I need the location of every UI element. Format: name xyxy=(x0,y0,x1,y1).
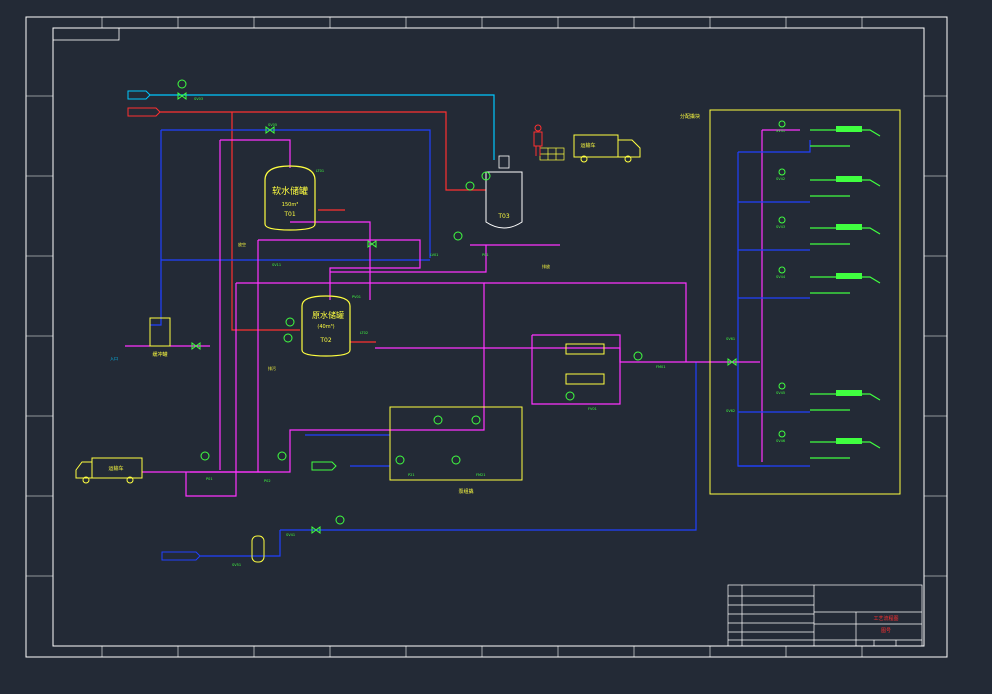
operator-icon xyxy=(533,124,543,156)
svg-text:SV42: SV42 xyxy=(776,177,785,181)
mix-line-h3 xyxy=(330,245,487,273)
valve-symbols xyxy=(177,79,786,525)
vent-mid-label: 排污 xyxy=(268,365,276,371)
mix-line-left xyxy=(185,470,237,497)
svg-text:LV01: LV01 xyxy=(430,253,438,257)
mix-line-right xyxy=(484,282,687,362)
svg-text:FM01: FM01 xyxy=(656,365,666,369)
title-block-title: 工艺流程图 xyxy=(873,615,898,622)
svg-text:LT02: LT02 xyxy=(360,331,368,335)
buffer-vessel: 缓冲罐 xyxy=(149,317,171,358)
svg-text:SV46: SV46 xyxy=(776,439,785,443)
svg-text:SV41: SV41 xyxy=(286,533,295,537)
hot-line-top xyxy=(160,111,486,191)
svg-text:SV03: SV03 xyxy=(194,97,203,101)
blue-line-d xyxy=(150,290,162,326)
ruler-right xyxy=(924,95,947,577)
mix-line-h2 xyxy=(236,282,485,348)
water-line-top xyxy=(150,94,495,160)
svg-text:SV62: SV62 xyxy=(726,409,735,413)
tank-t01-volume: 150m³ xyxy=(282,202,298,208)
svg-text:SV43: SV43 xyxy=(776,225,785,229)
left-feed-label: 入口 xyxy=(110,356,118,361)
tank-t02-volume: (40m³) xyxy=(317,324,334,330)
mix-line-filter-loop xyxy=(531,334,621,405)
svg-text:P21: P21 xyxy=(408,473,415,477)
svg-text:SV61: SV61 xyxy=(726,337,735,341)
ruler-left xyxy=(26,95,53,577)
buffer-label: 缓冲罐 xyxy=(152,351,167,358)
blue-line-a xyxy=(161,129,431,258)
tank-t01-tag: T01 xyxy=(283,211,295,218)
vent-right-label: 排放 xyxy=(542,263,550,269)
distribution-box xyxy=(709,109,901,495)
svg-text:FM21: FM21 xyxy=(476,473,486,477)
svg-text:LT01: LT01 xyxy=(316,169,324,173)
valve-bowties xyxy=(177,92,737,534)
svg-text:FV01: FV01 xyxy=(588,407,597,411)
reactor-t03-tag: T03 xyxy=(497,213,509,220)
ruler-bottom xyxy=(101,646,863,657)
tank-t02: 原水储罐 (40m³) T02 xyxy=(301,295,351,357)
tank-t02-tag: T02 xyxy=(319,337,331,344)
title-block xyxy=(727,584,923,647)
inner-frame xyxy=(52,27,925,647)
pump-skid-label: 泵组撬 xyxy=(458,488,473,495)
truck-top-label: 运输车 xyxy=(580,142,595,149)
svg-text:SV05: SV05 xyxy=(268,123,277,127)
outer-frame xyxy=(25,16,948,658)
filter-units xyxy=(565,343,605,385)
blue-line-e xyxy=(280,362,697,531)
dist-blue-rows xyxy=(738,140,811,467)
svg-text:SV51: SV51 xyxy=(232,563,241,567)
svg-text:P01: P01 xyxy=(482,253,489,257)
reactor-t03: T03 xyxy=(485,155,523,229)
svg-text:PV01: PV01 xyxy=(352,295,361,299)
svg-text:SV41: SV41 xyxy=(776,129,785,133)
inlet-arrows: 入口 xyxy=(110,90,337,561)
title-block-sheet: 图号 xyxy=(881,628,891,634)
small-vessel xyxy=(251,535,265,563)
mix-line-h1 xyxy=(258,239,421,300)
truck-bottom: 运输车 xyxy=(75,457,143,484)
truck-bottom-label: 运输车 xyxy=(108,465,123,472)
distribution-label: 分配撬块 xyxy=(680,113,700,120)
mix-line-main xyxy=(375,347,760,363)
mix-line-bottom xyxy=(190,348,485,473)
blue-line-right xyxy=(737,152,770,467)
mix-line-loop2 xyxy=(220,139,291,168)
solar-panel-icon xyxy=(539,147,565,161)
pump-skid-box xyxy=(389,406,523,481)
tank-t01-name: 软水储罐 xyxy=(272,185,308,197)
blue-line-f xyxy=(200,530,281,557)
svg-text:P02: P02 xyxy=(264,479,271,483)
svg-text:P01: P01 xyxy=(206,477,213,481)
truck-top: 运输车 xyxy=(573,134,641,163)
hot-line-left xyxy=(231,112,300,331)
ruler-top xyxy=(101,17,863,28)
svg-text:SV44: SV44 xyxy=(776,275,786,279)
mix-line-t01-out xyxy=(290,221,371,300)
dispenser-nozzles xyxy=(810,129,881,459)
svg-text:SV11: SV11 xyxy=(272,263,281,267)
tank-t01: 软水储罐 150m³ T01 xyxy=(264,165,316,231)
svg-text:SV45: SV45 xyxy=(776,391,785,395)
vent-left-label: 放空 xyxy=(238,241,246,247)
tank-t02-name: 原水储罐 xyxy=(312,310,344,320)
corner-tag xyxy=(52,27,120,41)
dispenser-guns xyxy=(836,126,862,444)
